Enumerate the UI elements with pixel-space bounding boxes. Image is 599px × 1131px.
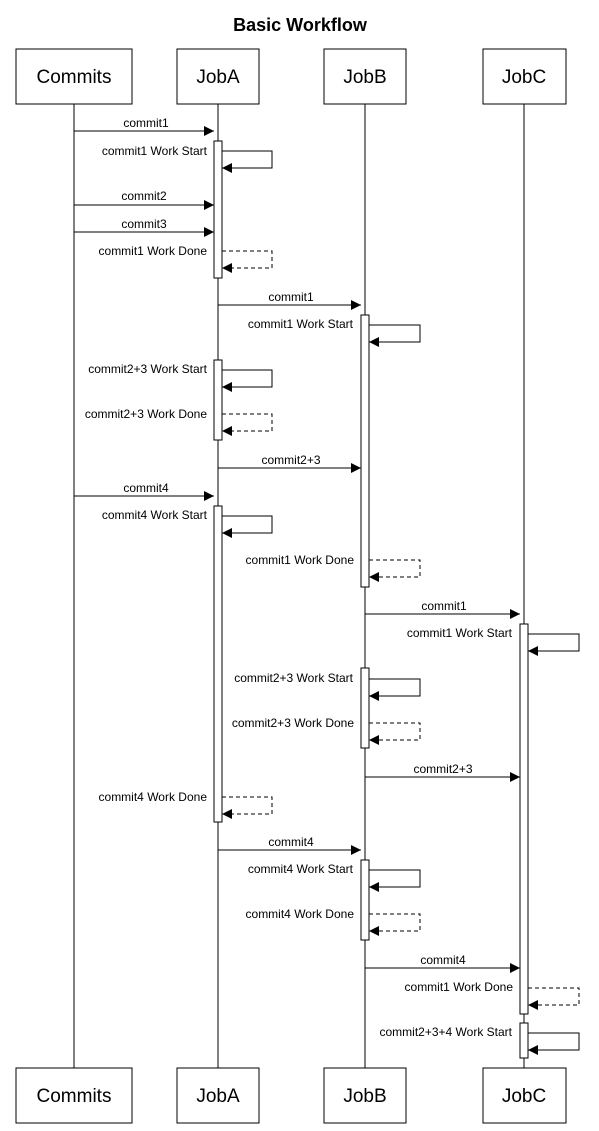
diagram-title: Basic Workflow bbox=[233, 15, 368, 35]
message-label: commit2+3 bbox=[413, 762, 472, 776]
participant-commits: Commits bbox=[15, 1067, 133, 1124]
activation-bar-jobb bbox=[360, 314, 370, 588]
message-arrow: commit2+3 bbox=[365, 762, 520, 782]
activation-bar-jobb bbox=[360, 667, 370, 749]
message-arrow: commit4 bbox=[218, 835, 361, 855]
message-label: commit1 Work Done bbox=[405, 980, 514, 994]
message-label: commit3 bbox=[121, 217, 167, 231]
self-message-arrow: commit1 Work Start bbox=[248, 317, 421, 347]
message-label: commit4 Work Start bbox=[102, 508, 208, 522]
activation-bars bbox=[213, 140, 529, 1059]
participant-jobb: JobB bbox=[323, 48, 407, 105]
participant-label: JobA bbox=[196, 1086, 240, 1107]
message-label: commit2+3 Work Start bbox=[88, 362, 207, 376]
participant-joba: JobA bbox=[176, 48, 260, 105]
message-label: commit1 Work Start bbox=[407, 626, 513, 640]
message-label: commit1 Work Start bbox=[102, 144, 208, 158]
message-label: commit4 bbox=[420, 953, 466, 967]
self-message-arrow: commit2+3 Work Done bbox=[232, 716, 421, 745]
message-arrow: commit4 bbox=[365, 953, 520, 973]
self-message-arrow: commit1 Work Done bbox=[99, 244, 273, 273]
participant-label: JobC bbox=[502, 67, 546, 88]
self-message-arrow: commit1 Work Done bbox=[246, 553, 421, 582]
self-message-arrow: commit4 Work Start bbox=[102, 508, 273, 538]
self-message-arrow: commit2+3 Work Start bbox=[88, 362, 273, 392]
message-label: commit1 Work Done bbox=[99, 244, 208, 258]
self-message-arrow: commit2+3+4 Work Start bbox=[380, 1025, 580, 1055]
message-label: commit4 bbox=[268, 835, 314, 849]
message-label: commit4 bbox=[123, 481, 169, 495]
activation-bar-jobc bbox=[519, 1022, 529, 1059]
message-label: commit2 bbox=[121, 189, 167, 203]
activation-bar-joba bbox=[213, 505, 223, 823]
participant-jobc: JobC bbox=[482, 48, 567, 105]
self-message-arrow: commit1 Work Start bbox=[407, 626, 580, 656]
self-message-arrow: commit4 Work Done bbox=[99, 790, 273, 819]
participant-label: Commits bbox=[37, 1086, 112, 1107]
message-arrow: commit1 bbox=[218, 290, 361, 310]
message-label: commit2+3 bbox=[261, 453, 320, 467]
participant-label: JobC bbox=[502, 1086, 546, 1107]
participant-label: JobB bbox=[343, 67, 386, 88]
message-arrow: commit3 bbox=[74, 217, 214, 237]
message-label: commit1 bbox=[123, 116, 169, 130]
message-arrow: commit4 bbox=[74, 481, 214, 501]
message-label: commit4 Work Done bbox=[246, 907, 355, 921]
activation-bar-jobc bbox=[519, 623, 529, 1015]
participant-jobc: JobC bbox=[482, 1067, 567, 1124]
message-label: commit2+3 Work Done bbox=[85, 407, 207, 421]
participant-label: JobB bbox=[343, 1086, 386, 1107]
participant-joba: JobA bbox=[176, 1067, 260, 1124]
message-label: commit2+3 Work Done bbox=[232, 716, 354, 730]
message-arrow: commit1 bbox=[365, 599, 520, 619]
message-label: commit2+3 Work Start bbox=[234, 671, 353, 685]
participants-top: Commits JobA JobB JobC bbox=[15, 48, 567, 105]
self-message-arrow: commit2+3 Work Start bbox=[234, 671, 421, 701]
participants-bottom: Commits JobA JobB JobC bbox=[15, 1067, 567, 1124]
message-label: commit1 Work Done bbox=[246, 553, 355, 567]
message-arrow: commit2+3 bbox=[218, 453, 361, 473]
activation-bar-joba bbox=[213, 359, 223, 441]
message-label: commit1 bbox=[421, 599, 467, 613]
message-label: commit4 Work Done bbox=[99, 790, 208, 804]
self-message-arrow: commit1 Work Done bbox=[405, 980, 580, 1010]
message-label: commit1 Work Start bbox=[248, 317, 354, 331]
participant-commits: Commits bbox=[15, 48, 133, 105]
participant-jobb: JobB bbox=[323, 1067, 407, 1124]
message-label: commit1 bbox=[268, 290, 314, 304]
self-message-arrow: commit4 Work Start bbox=[248, 862, 421, 892]
message-label: commit4 Work Start bbox=[248, 862, 354, 876]
self-message-arrow: commit2+3 Work Done bbox=[85, 407, 273, 436]
self-message-arrow: commit1 Work Start bbox=[102, 144, 273, 173]
participant-label: Commits bbox=[37, 67, 112, 88]
message-arrow: commit1 bbox=[74, 116, 214, 136]
message-label: commit2+3+4 Work Start bbox=[380, 1025, 513, 1039]
self-message-arrow: commit4 Work Done bbox=[246, 907, 421, 936]
message-arrow: commit2 bbox=[74, 189, 214, 210]
activation-bar-jobb bbox=[360, 859, 370, 941]
activation-bar-joba bbox=[213, 140, 223, 279]
participant-label: JobA bbox=[196, 67, 240, 88]
